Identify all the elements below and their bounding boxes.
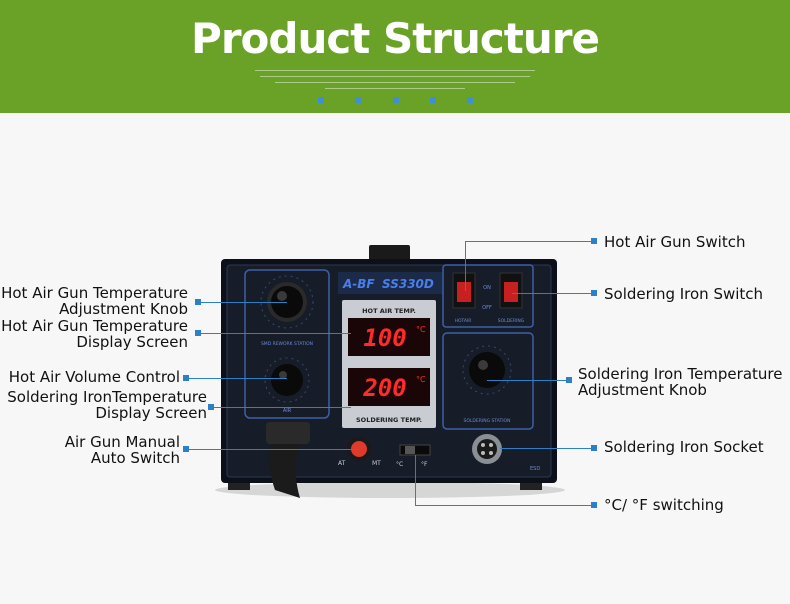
callout-line-hot-air-gun-display [201,333,351,334]
label-hot-air-gun-temp-display-2: Display Screen [76,333,188,351]
svg-text:°C: °C [416,375,426,384]
callout-line-soldering-iron-socket [500,448,591,449]
soldering-temp-display: 200 [362,374,406,402]
label-cf-switching: °C/ °F switching [604,496,724,514]
label-soldering-iron-temp-knob-2: Adjustment Knob [578,381,707,399]
svg-text:HOT AIR TEMP.: HOT AIR TEMP. [362,307,416,315]
svg-text:AT: AT [338,460,346,467]
label-soldering-iron-temp-display-1: Soldering IronTemperature [7,388,207,406]
label-soldering-iron-socket: Soldering Iron Socket [604,438,764,456]
label-hot-air-volume-control: Hot Air Volume Control [8,368,180,386]
label-soldering-iron-switch: Soldering Iron Switch [604,285,764,303]
svg-text:°F: °F [421,461,428,468]
svg-text:HOTAIR: HOTAIR [455,318,472,324]
svg-text:SOLDERING TEMP.: SOLDERING TEMP. [356,416,422,424]
svg-text:AIR: AIR [283,408,292,414]
hot-air-temp-display: 100 [363,324,406,352]
callout-line-air-gun-manual-auto [189,449,359,450]
svg-text:MT: MT [372,460,381,467]
svg-text:°C: °C [396,461,403,468]
label-air-gun-manual-auto-2: Auto Switch [90,449,180,467]
callout-line-soldering-iron-display [214,407,351,408]
label-soldering-iron-temp-knob-1: Soldering Iron Temperature [578,365,783,383]
brand-logo: A-BF [342,277,375,291]
label-hot-air-gun-temp-knob-1: Hot Air Gun Temperature [1,284,188,302]
header-banner: Product Structure [0,0,790,113]
svg-text:ESD: ESD [530,466,540,472]
banner-decorative-lines [255,70,535,94]
page-title: Product Structure [191,14,600,63]
callout-line-cf-switching [415,455,416,506]
label-soldering-iron-temp-display-2: Display Screen [95,404,207,422]
label-air-gun-manual-auto-1: Air Gun Manual [64,433,180,451]
callout-line-hot-air-gun-knob [201,302,287,303]
svg-text:ON: ON [483,285,491,291]
svg-text:°C: °C [416,325,426,334]
label-hot-air-gun-temp-display-1: Hot Air Gun Temperature [1,317,188,335]
svg-text:SS330D: SS330D [382,277,434,291]
callout-line-hot-air-volume [189,378,287,379]
label-hot-air-gun-temp-knob-2: Adjustment Knob [59,300,188,318]
callout-line-soldering-iron-switch [512,293,591,294]
svg-text:SOLDERING: SOLDERING [498,318,525,324]
callout-line-soldering-iron-knob [487,380,567,381]
svg-text:SOLDERING STATION: SOLDERING STATION [464,418,511,424]
callout-line-hot-air-gun-switch [465,241,591,242]
svg-text:SMD REWORK STATION: SMD REWORK STATION [261,341,313,347]
label-hot-air-gun-switch: Hot Air Gun Switch [604,233,746,251]
svg-text:OFF: OFF [482,305,492,311]
